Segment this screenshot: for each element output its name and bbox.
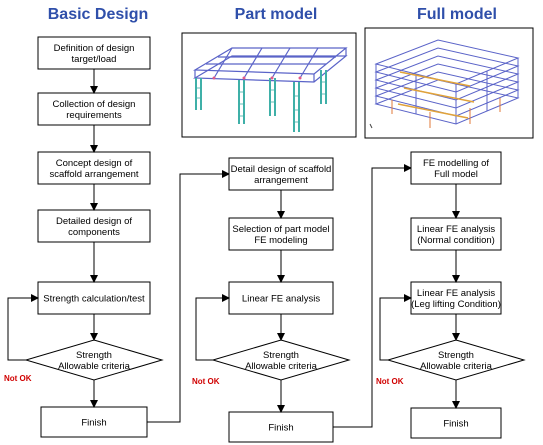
basic-design-step-3-line-1: Concept design of xyxy=(56,158,133,169)
part-model-image xyxy=(181,32,357,138)
part-model-finish-box xyxy=(228,411,334,443)
part-model-step-1-box xyxy=(228,157,334,191)
full-model-finish-line-1: Finish xyxy=(443,419,468,430)
full-model-finish-box xyxy=(410,407,502,439)
basic-design-step-1-box xyxy=(37,36,151,70)
full-model-step-2-line-2: (Normal condition) xyxy=(417,235,495,246)
basic-design-step-4-line-1: Detailed design of xyxy=(56,216,132,227)
basic-design-step-1-line-1: Definition of design xyxy=(54,43,135,54)
part-model-step-3-line-1: Linear FE analysis xyxy=(242,294,320,305)
basic-design-finish-line-1: Finish xyxy=(81,418,106,429)
part-model-not-ok-label: Not OK xyxy=(192,377,220,386)
full-model-image xyxy=(364,27,534,139)
full-model-not-ok-label: Not OK xyxy=(376,377,404,386)
basic-design-not-ok-label: Not OK xyxy=(4,374,32,383)
basic-design-step-2-line-1: Collection of design xyxy=(53,99,136,110)
basic-design-step-5-box xyxy=(37,281,151,315)
part-model-step-1-line-2: arrangement xyxy=(254,175,308,186)
part-model-heading: Part model xyxy=(235,6,318,23)
full-model-step-1-line-1: FE modelling of xyxy=(423,158,489,169)
full-model-decision-line-1: Strength xyxy=(438,350,474,361)
full-model-step-1-line-2: Full model xyxy=(434,169,478,180)
basic-design-decision-line-1: Strength xyxy=(76,350,112,361)
part-model-step-1-line-1: Detail design of scaffold xyxy=(231,164,332,175)
flowchart-layer: Not OK Definition of designtarget/loadCol… xyxy=(4,36,526,443)
full-model-step-3-line-1: Linear FE analysis xyxy=(417,288,495,299)
basic-design-to-part-model-connector xyxy=(147,170,230,423)
full-model-decision-line-2: Allowable criteria xyxy=(420,361,493,372)
basic-design-decision-line-2: Allowable criteria xyxy=(58,361,131,372)
full-model-not-ok-loop xyxy=(379,294,412,361)
basic-design-step-5-line-1: Strength calculation/test xyxy=(43,294,145,305)
basic-design-heading: Basic Design xyxy=(48,6,148,23)
full-model-heading: Full model xyxy=(417,6,497,23)
part-model-decision-line-1: Strength xyxy=(263,350,299,361)
basic-design-step-2-line-2: requirements xyxy=(66,110,122,121)
basic-design-step-4-line-2: components xyxy=(68,227,120,238)
full-model-step-2-line-1: Linear FE analysis xyxy=(417,224,495,235)
part-model-decision-line-2: Allowable criteria xyxy=(245,361,318,372)
part-model-step-2-line-1: Selection of part model xyxy=(232,224,329,235)
basic-design-not-ok-loop xyxy=(7,294,39,361)
part-model-column: Not OK xyxy=(192,157,412,443)
basic-design-step-1-line-2: target/load xyxy=(72,54,117,65)
basic-design-step-3-line-2: scaffold arrangement xyxy=(49,169,138,180)
part-model-step-2-line-2: FE modeling xyxy=(254,235,307,246)
part-model-not-ok-loop xyxy=(195,294,230,361)
part-model-to-full-model-connector xyxy=(333,164,412,428)
full-model-step-3-line-2: (Leg lifting Condition) xyxy=(411,299,501,310)
part-model-finish-line-1: Finish xyxy=(268,423,293,434)
